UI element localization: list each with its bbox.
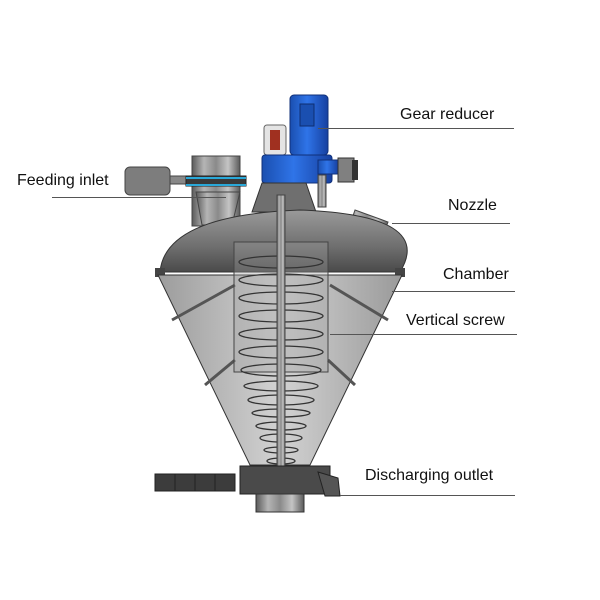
discharging-outlet-label: Discharging outlet [365,467,494,484]
discharging-outlet-assembly [154,465,341,513]
nozzle-label: Nozzle [448,197,497,214]
feeding-inlet-leader [52,197,226,198]
chamber-label: Chamber [443,266,509,283]
vertical-screw-leader [330,334,517,335]
discharging-outlet-leader [340,495,515,496]
gear-reducer-assembly [251,94,358,213]
feeding-inlet-assembly [124,155,247,227]
vertical-screw-label: Vertical screw [406,312,505,329]
gear-reducer-label: Gear reducer [400,106,495,123]
nozzle-leader [392,223,510,224]
gear-reducer-leader [318,128,514,129]
screw-shaft [276,194,286,486]
feeding-inlet-label: Feeding inlet [17,172,109,189]
chamber-leader [392,291,515,292]
